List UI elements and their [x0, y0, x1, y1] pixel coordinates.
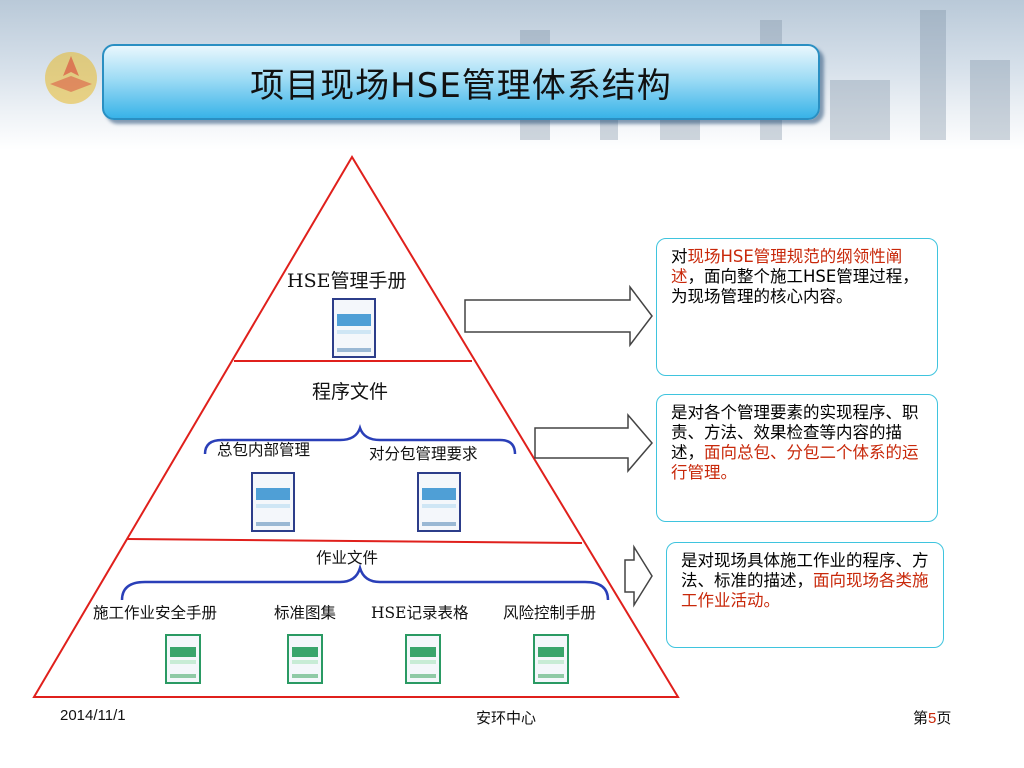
pyramid-divider-2	[126, 538, 583, 544]
description-box-1: 对现场HSE管理规范的纲领性阐述，面向整个施工HSE管理过程，为现场管理的核心内…	[656, 238, 938, 376]
footer-page-number: 5	[928, 710, 937, 727]
footer-date: 2014/11/1	[60, 707, 126, 724]
level3-item-1: 施工作业安全手册	[93, 604, 218, 622]
description-box-2: 是对各个管理要素的实现程序、职责、方法、效果检查等内容的描述，面向总包、分包二个…	[656, 394, 938, 522]
desc1-text-a: 对	[671, 247, 688, 266]
footer-page: 第5页	[913, 707, 951, 728]
desc3-text-highlight: 面向现场各类施工作业活动。	[681, 571, 929, 610]
desc2-text-a: 是对各个管理要素的实现程序、职责、方法、效果检查等内容的描述，	[671, 403, 919, 462]
desc2-text-highlight: 面向总包、分包二个体系的运行管理。	[671, 443, 919, 482]
level3-item-4: 风险控制手册	[503, 604, 597, 622]
level2-item-2: 对分包管理要求	[369, 445, 478, 463]
page-title: 项目现场HSE管理体系结构	[250, 65, 672, 106]
book-icon-risk-manual	[533, 634, 569, 684]
description-box-3: 是对现场具体施工作业的程序、方法、标准的描述，面向现场各类施工作业活动。	[666, 542, 944, 648]
title-banner: 项目现场HSE管理体系结构	[102, 44, 820, 120]
arrow-2	[534, 412, 653, 474]
arrow-3	[624, 544, 653, 608]
book-icon-standard-drawings	[287, 634, 323, 684]
pyramid-outline	[32, 155, 680, 698]
footer-center: 安环中心	[476, 710, 537, 727]
book-icon-hse-manual	[332, 298, 376, 358]
desc1-text-highlight: 现场HSE管理规范的纲领性阐述	[671, 247, 903, 286]
company-logo-icon	[45, 52, 97, 104]
level3-item-2: 标准图集	[274, 604, 337, 622]
desc1-text-b: ，面向整个施工HSE管理过程，为现场管理的核心内容。	[671, 267, 919, 306]
level1-label: HSE管理手册	[287, 270, 407, 292]
book-icon-record-forms	[405, 634, 441, 684]
arrow-1	[464, 284, 653, 348]
level3-label: 作业文件	[316, 549, 379, 567]
level2-label: 程序文件	[312, 381, 389, 403]
book-icon-subcontract	[417, 472, 461, 532]
desc3-text-a: 是对现场具体施工作业的程序、方法、标准的描述，	[681, 551, 929, 590]
footer-page-prefix: 第	[913, 710, 929, 727]
footer-page-suffix: 页	[936, 710, 952, 727]
level2-item-1: 总包内部管理	[217, 441, 311, 459]
level3-item-3: HSE记录表格	[371, 604, 469, 622]
brace-level3	[120, 563, 610, 601]
book-icon-internal	[251, 472, 295, 532]
book-icon-safety-manual	[165, 634, 201, 684]
brace-level2	[203, 424, 517, 455]
